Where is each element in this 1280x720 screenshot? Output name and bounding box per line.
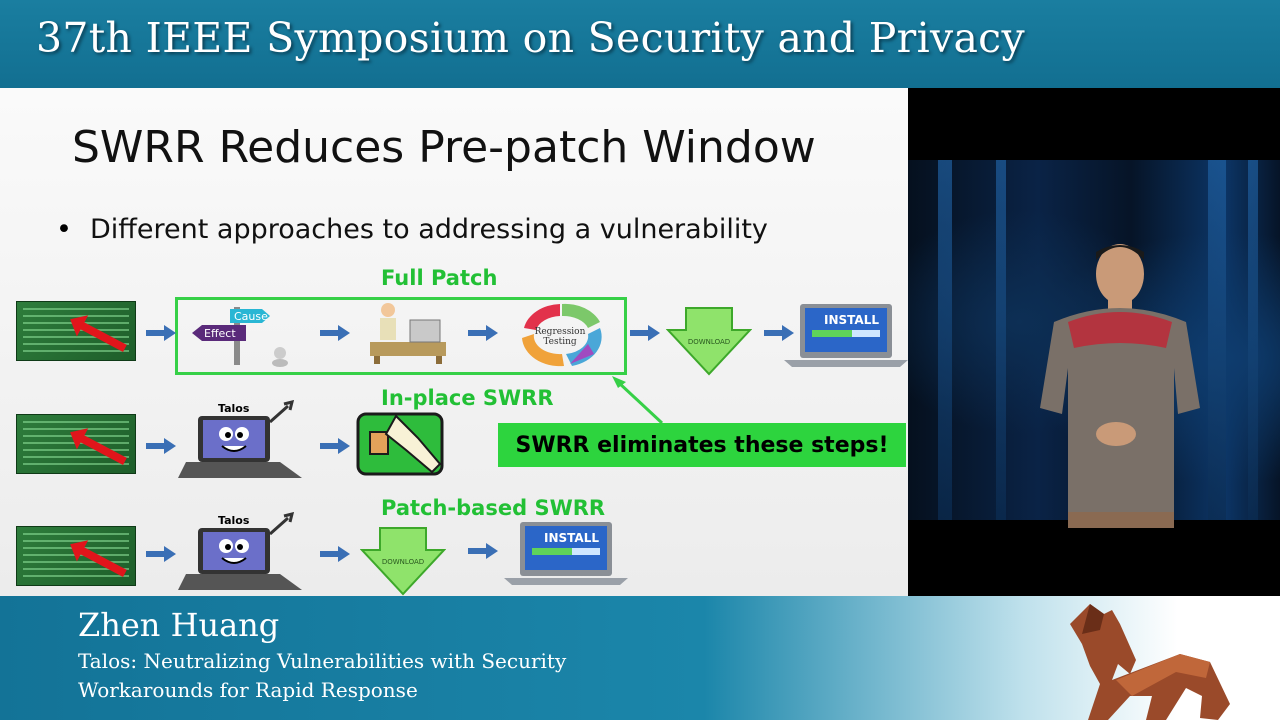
regression-cycle-icon: Regression Testing	[522, 303, 602, 367]
talk-footer: Zhen Huang Talos: Neutralizing Vulnerabi…	[0, 596, 1280, 720]
install-laptop-icon: INSTALL	[784, 304, 908, 367]
cause-effect-sign-icon: Cause Effect	[192, 307, 288, 367]
flow-arrow-icon	[146, 438, 176, 454]
speaker-name: Zhen Huang	[78, 606, 280, 644]
talos-laptop-icon: Talos	[178, 512, 302, 590]
install-text: INSTALL	[824, 313, 879, 327]
flow-arrow-icon	[146, 546, 176, 562]
trojan-horse-logo	[1070, 604, 1230, 720]
speaker-figure	[1040, 244, 1200, 528]
download-text: DOWNLOAD	[382, 558, 424, 566]
conference-header: 37th IEEE Symposium on Security and Priv…	[0, 0, 1280, 88]
effect-text: Effect	[204, 327, 236, 340]
flow-arrow-icon	[320, 546, 350, 562]
testing-text: Testing	[543, 337, 577, 347]
swrr-callout: SWRR eliminates these steps!	[498, 423, 906, 467]
full-patch-steps-box	[175, 297, 627, 375]
cause-text: Cause	[234, 310, 268, 323]
slide-title: SWRR Reduces Pre-patch Window	[72, 122, 816, 173]
talk-title-line-1: Talos: Neutralizing Vulnerabilities with…	[78, 649, 567, 673]
flow-arrow-icon	[468, 325, 498, 341]
callout-connector	[612, 376, 664, 425]
talos-text: Talos	[218, 514, 250, 527]
code-screenshot	[16, 526, 136, 586]
download-arrow-icon: DOWNLOAD	[666, 307, 752, 376]
bullet-marker: •	[56, 214, 72, 245]
developer-icon	[370, 303, 446, 364]
full-patch-label: Full Patch	[381, 266, 498, 290]
flow-arrow-icon	[764, 325, 794, 341]
flow-arrow-icon	[146, 325, 176, 341]
conference-title: 37th IEEE Symposium on Security and Priv…	[36, 14, 1025, 62]
install-laptop-icon: INSTALL	[504, 522, 628, 585]
code-screenshot	[16, 301, 136, 361]
download-text: DOWNLOAD	[688, 338, 730, 346]
code-screenshot	[16, 414, 136, 474]
install-text: INSTALL	[544, 531, 599, 545]
flow-arrow-icon	[630, 325, 660, 341]
in-place-swrr-label: In-place SWRR	[381, 386, 554, 410]
slide-bullet: Different approaches to addressing a vul…	[90, 214, 768, 245]
hand-switch-icon	[356, 412, 444, 476]
talk-title-line-2: Workarounds for Rapid Response	[78, 678, 418, 702]
regression-text: Regression	[535, 327, 586, 337]
presentation-slide: SWRR Reduces Pre-patch Window • Differen…	[0, 88, 908, 596]
speaker-video	[908, 88, 1280, 596]
talos-text: Talos	[218, 402, 250, 415]
flow-arrow-icon	[320, 325, 350, 341]
download-arrow-icon: DOWNLOAD	[360, 527, 446, 596]
patch-based-swrr-label: Patch-based SWRR	[381, 496, 606, 520]
talos-laptop-icon: Talos	[178, 400, 302, 478]
flow-arrow-icon	[468, 543, 498, 559]
flow-arrow-icon	[320, 438, 350, 454]
